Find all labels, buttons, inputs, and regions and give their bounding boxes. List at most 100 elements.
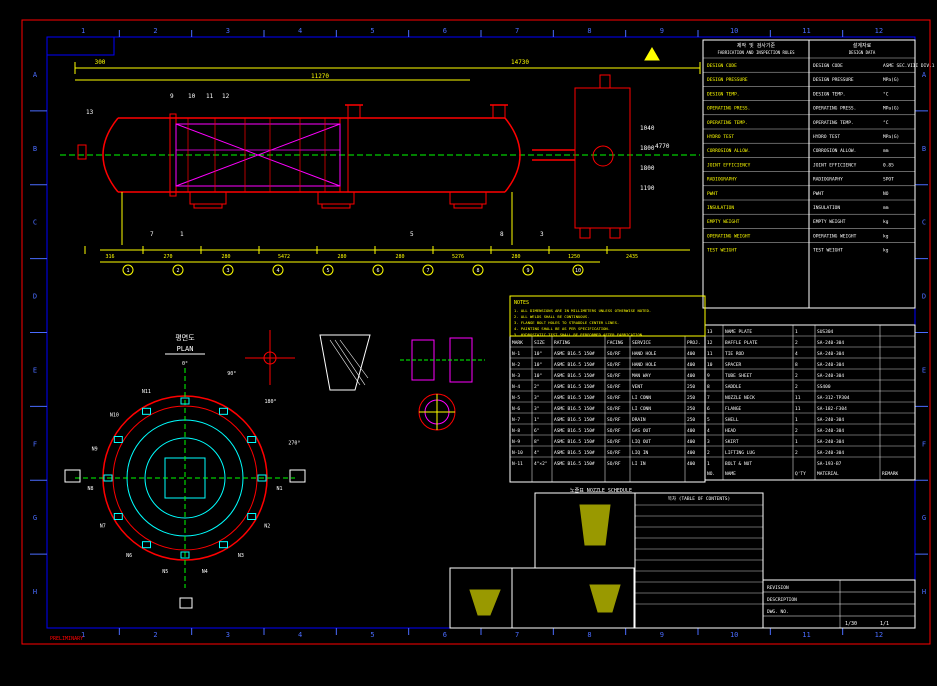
grid-col-label-top: 6 xyxy=(443,27,447,35)
grid-col-label-top: 1 xyxy=(81,27,85,35)
parts-cell: SA-312-TP304 xyxy=(817,395,850,401)
parts-cell: HEAD xyxy=(725,428,736,434)
grid-row-label-left: A xyxy=(33,71,38,79)
grid-col-label-bottom: 5 xyxy=(370,631,374,639)
inner-frame xyxy=(46,36,916,629)
notes-line: 2. ALL WELDS SHALL BE CONTINUOUS. xyxy=(514,314,589,319)
design-row-value: kg xyxy=(883,219,889,225)
design-row-label-left: TEST WEIGHT xyxy=(707,248,737,254)
title-description: DESCRIPTION xyxy=(767,597,797,603)
title-dwg-no: DWG. NO. xyxy=(767,609,789,615)
nozzle-title: 노즐표 NOZZLE SCHEDULE xyxy=(570,488,632,494)
nozzle-cell: 400 xyxy=(687,362,695,368)
dim-label-bottom: 280 xyxy=(337,254,346,260)
notes-line: 3. FLANGE BOLT HOLES TO STRADDLE CENTER … xyxy=(514,320,619,325)
drum-bottom-nozzle xyxy=(579,227,591,239)
grid-col-label-bottom: 12 xyxy=(875,631,883,639)
design-row-label: OPERATING WEIGHT xyxy=(813,233,857,239)
grid-balloon-text: 4 xyxy=(276,268,279,274)
detail-circle xyxy=(263,351,277,365)
nozzle-cell: GAS OUT xyxy=(632,428,651,434)
nozzle-cell: 3" xyxy=(534,395,539,401)
design-header-left-en: FABRICATION AND INSPECTION RULES xyxy=(717,50,795,55)
nozzle-cell: ASME B16.5 150# xyxy=(554,384,595,390)
elevation-label: 1040 xyxy=(640,125,655,132)
grid-balloon-text: 5 xyxy=(326,268,329,274)
grid-balloon xyxy=(472,264,484,276)
design-row-value: 0.85 xyxy=(883,162,894,168)
nozzle-cell: 10" xyxy=(534,373,542,379)
nozzle-cell: LIQ OUT xyxy=(632,439,651,445)
grid-balloon xyxy=(322,264,334,276)
nozzle-cell: HAND HOLE xyxy=(632,362,657,368)
nozzle-header: MARK xyxy=(512,340,523,346)
parts-cell: 1 xyxy=(795,439,798,445)
saddle-base xyxy=(193,203,223,209)
design-row-label: PWHT xyxy=(813,191,824,197)
grid-col-label-top: 12 xyxy=(875,27,883,35)
nozzle-header: SERVICE xyxy=(632,340,651,346)
plan-label: N11 xyxy=(142,389,151,395)
parts-cell: SA-240-304 xyxy=(817,450,844,456)
nozzle-cell: 3" xyxy=(534,406,539,412)
nozzle-cell: 400 xyxy=(687,428,695,434)
grid-row-label-left: H xyxy=(33,588,37,596)
design-row-label-left: HYDRO TEST xyxy=(707,134,734,140)
grid-col-label-bottom: 11 xyxy=(802,631,810,639)
right-head xyxy=(504,117,521,193)
grid-balloon-text: 1 xyxy=(126,268,129,274)
nozzle-cell: 400 xyxy=(687,373,695,379)
notes-box xyxy=(509,295,706,337)
parts-header: NAME xyxy=(725,471,736,477)
grid-row-label-right: H xyxy=(922,588,926,596)
dim-label-bottom: 5472 xyxy=(278,254,290,260)
dim-label-bottom: 280 xyxy=(221,254,230,260)
parts-cell: 1 xyxy=(795,417,798,423)
plan-bolt xyxy=(103,474,113,482)
design-row-value: °C xyxy=(883,91,889,97)
design-row-label-left: OPERATING WEIGHT xyxy=(707,233,751,239)
nozzle-cell: N-10 xyxy=(512,450,523,456)
nozzle-cell: 10" xyxy=(534,351,542,357)
contents-title: 목차 (TABLE OF CONTENTS) xyxy=(668,495,730,502)
nozzle-cell: N-3 xyxy=(512,373,520,379)
design-row-label-left: DESIGN PRESSURE xyxy=(707,77,748,83)
elevation-label: 5 xyxy=(410,231,414,238)
parts-cell: 4 xyxy=(795,351,798,357)
design-row-label: DESIGN TEMP. xyxy=(813,91,846,97)
nozzle-cell: SO/RF xyxy=(607,461,621,467)
grid-col-label-top: 7 xyxy=(515,27,519,35)
nozzle-cell: ASME B16.5 150# xyxy=(554,461,595,467)
grid-row-label-right: E xyxy=(922,366,926,374)
parts-cell: TUBE SHEET xyxy=(725,373,752,379)
nozzle-cell: SO/RF xyxy=(607,417,621,423)
grid-col-label-bottom: 6 xyxy=(443,631,447,639)
design-row-label: TEST WEIGHT xyxy=(813,248,843,254)
dim-label-top: 11270 xyxy=(311,73,329,80)
grid-row-label-left: G xyxy=(33,514,37,522)
plan-bolt xyxy=(142,541,151,549)
parts-cell: 12 xyxy=(707,340,713,346)
design-row-label-left: DESIGN CODE xyxy=(707,63,737,69)
plan-bolt-circle xyxy=(112,405,258,551)
parts-cell: 2 xyxy=(795,340,798,346)
grid-col-label-top: 8 xyxy=(587,27,591,35)
design-row-label: JOINT EFFICIENCY xyxy=(813,162,857,168)
parts-cell: 8 xyxy=(795,362,798,368)
grid-row-label-left: C xyxy=(33,219,37,227)
drum-top-nozzle xyxy=(599,74,611,89)
parts-cell: 2 xyxy=(707,450,710,456)
elevation-label: 13 xyxy=(86,109,94,116)
parts-cell: 1 xyxy=(795,329,798,335)
saddle xyxy=(449,191,487,205)
parts-cell: 1 xyxy=(707,461,710,467)
elevation-label: 1190 xyxy=(640,185,655,192)
saddle-section xyxy=(319,334,371,391)
parts-cell: 13 xyxy=(707,329,713,335)
plan-subtitle: PLAN xyxy=(177,345,194,353)
nozzle-cell: SO/RF xyxy=(607,428,621,434)
parts-cell: SUS304 xyxy=(817,329,834,335)
grid-row-label-right: C xyxy=(922,219,926,227)
nozzle-cell: 400 xyxy=(687,450,695,456)
